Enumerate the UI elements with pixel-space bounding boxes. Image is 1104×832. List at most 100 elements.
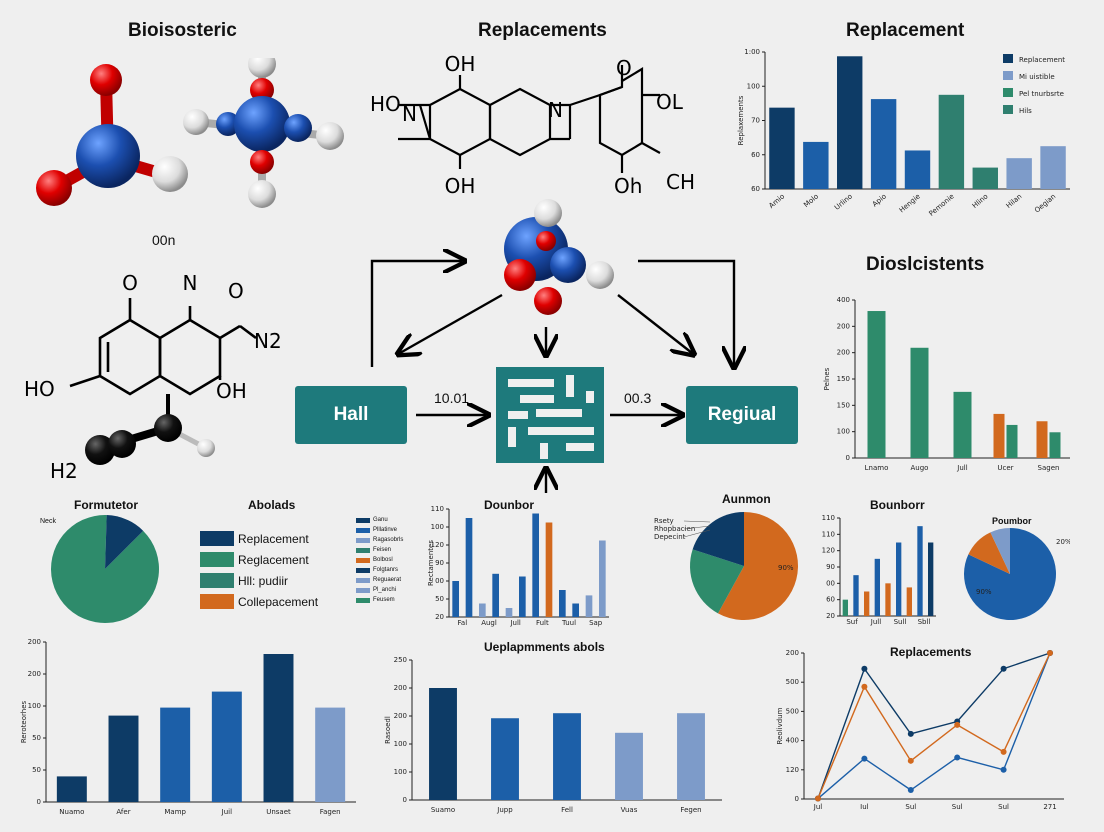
legend-label: Replacement xyxy=(1019,56,1065,64)
series-point xyxy=(861,755,868,762)
y-tick-label: 120 xyxy=(786,766,799,774)
series-point xyxy=(1000,766,1007,773)
y-tick-label: 1:00 xyxy=(744,48,760,56)
y-tick-label: 200 xyxy=(837,322,850,330)
y-tick-label: 90 xyxy=(435,559,444,567)
legend-label: Collepacement xyxy=(238,594,319,609)
label-mid-n: N xyxy=(183,271,198,295)
bar xyxy=(896,542,902,616)
molecule-black-balls xyxy=(85,394,215,465)
legend-label: Feusem xyxy=(373,597,395,603)
legend-item: Feusem xyxy=(356,597,403,603)
legend-label: Bolbosl xyxy=(373,557,393,563)
x-tick-label: Lnamo xyxy=(865,464,889,472)
pie-slice xyxy=(105,515,144,569)
legend-item: Replacement xyxy=(200,531,318,546)
bar xyxy=(532,513,539,617)
x-tick-label: Sul xyxy=(998,803,1009,811)
bar xyxy=(56,776,87,802)
x-tick-label: Oegian xyxy=(1033,192,1057,214)
bar xyxy=(263,654,294,802)
x-tick-label: Sul xyxy=(905,803,916,811)
y-tick-label: 100 xyxy=(28,702,41,710)
mini-dounbor-title: Dounbor xyxy=(484,498,534,512)
pie-callout: Rhopbacien xyxy=(654,525,695,533)
x-tick-label: Pemonie xyxy=(927,192,955,217)
series-point xyxy=(1000,748,1007,755)
legend-item: Reglacement xyxy=(200,552,318,567)
x-tick-label: Vuas xyxy=(621,806,638,814)
pie-label: 90% xyxy=(778,564,794,572)
x-tick-label: Fult xyxy=(536,619,549,627)
series-line xyxy=(817,652,1051,800)
bar xyxy=(615,732,643,800)
flow-value-right: 00.3 xyxy=(624,390,652,406)
header-bioisosteric: Bioisosteric xyxy=(128,20,237,41)
x-tick-label: Urlino xyxy=(833,192,854,211)
legend-swatch xyxy=(356,527,370,533)
legend-item: Collepacement xyxy=(200,594,318,609)
x-tick-label: Sagen xyxy=(1038,464,1060,472)
legend-swatch xyxy=(356,537,370,543)
bar xyxy=(864,591,870,616)
bar xyxy=(465,518,473,617)
legend-label: Hll: pudiir xyxy=(238,573,289,588)
legend-label: Mi uistible xyxy=(1019,73,1055,81)
label-oh-low: Oh xyxy=(614,174,642,198)
y-tick-label: 0 xyxy=(795,795,799,803)
y-tick-label: 0 xyxy=(37,798,41,806)
series-point xyxy=(1047,650,1053,656)
y-tick-label: 110 xyxy=(431,505,444,513)
label-o-top: O xyxy=(616,56,632,80)
label-mid-h2: H2 xyxy=(50,459,78,483)
callout-line xyxy=(683,529,711,538)
legend-label: Reguaerat xyxy=(373,577,402,583)
pie-label: 90% xyxy=(976,588,992,596)
pie-callout: Rsety xyxy=(654,517,674,525)
legend-swatch xyxy=(1003,105,1013,114)
legend-swatch xyxy=(356,557,370,563)
label-ch: CH xyxy=(666,170,695,194)
bar xyxy=(452,581,459,617)
legend-swatch xyxy=(200,573,234,588)
y-tick-label: 110 xyxy=(822,514,835,522)
legend-swatch xyxy=(356,547,370,553)
pie-poumbor: 90%20% xyxy=(964,528,1070,620)
x-tick-label: Fal xyxy=(458,619,468,627)
x-tick-label: Apio xyxy=(871,192,888,208)
label-n-left: N xyxy=(402,102,417,126)
series-line xyxy=(817,652,1051,799)
structural-formula-top: OH HO N OH N O OL Oh CH xyxy=(370,55,695,198)
y-tick-label: 120 xyxy=(822,547,835,555)
bar xyxy=(505,608,513,617)
pie-callout: Depecint xyxy=(654,533,686,541)
legend-swatch xyxy=(200,531,234,546)
x-tick-label: Jull xyxy=(956,464,967,472)
x-tick-label: Hengie xyxy=(898,192,922,214)
chart-mid-right-title: Dioslcistents xyxy=(866,254,985,275)
molecule-methane-like xyxy=(183,58,344,208)
arrow-diag-right xyxy=(617,294,692,353)
bar xyxy=(572,603,579,617)
x-tick-label: Iul xyxy=(860,803,869,811)
x-tick-label: Jul xyxy=(813,803,823,811)
maze-icon xyxy=(496,367,604,463)
chart-bottom-right-title: Replacements xyxy=(890,645,972,659)
y-tick-label: 100 xyxy=(837,428,850,436)
label-mid-ho: HO xyxy=(24,377,55,401)
x-tick-label: Suamo xyxy=(431,806,455,814)
y-tick-label: 100 xyxy=(431,523,444,531)
arrow-left-up xyxy=(370,261,462,367)
y-tick-label: 200 xyxy=(394,712,407,720)
series-point xyxy=(815,795,821,802)
y-tick-label: 200 xyxy=(786,649,799,657)
y-tick-label: 150 xyxy=(837,375,850,383)
series-point xyxy=(907,730,914,737)
bar xyxy=(553,713,581,800)
x-tick-label: Jull xyxy=(870,618,881,626)
y-tick-label: 50 xyxy=(435,595,444,603)
molecule-center xyxy=(504,199,614,315)
y-tick-label: 500 xyxy=(786,707,799,715)
bar xyxy=(972,167,998,189)
